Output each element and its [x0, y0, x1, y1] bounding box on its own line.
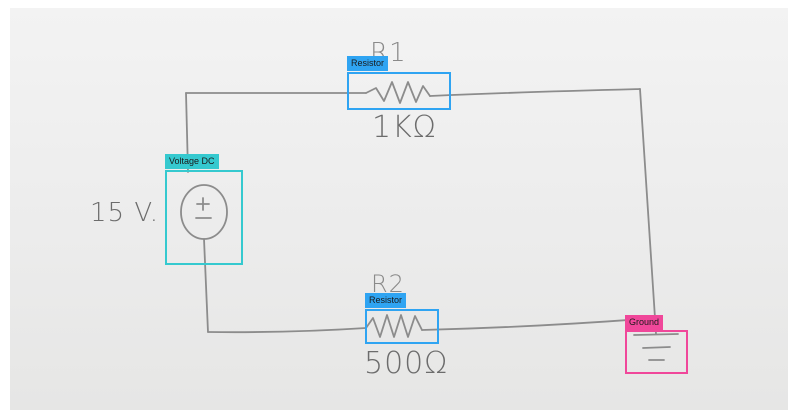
ground-detection-tag: Ground — [625, 315, 664, 330]
r1-value-text: 1KΩ — [372, 110, 437, 145]
wire-bottom-left — [207, 327, 367, 334]
r2-value-text: 500Ω — [364, 346, 449, 381]
source-value-text: 15 V. — [90, 198, 160, 228]
resistor-detection-box[interactable] — [365, 309, 439, 344]
resistor-r2-zigzag — [365, 314, 423, 338]
ground-line-2 — [642, 346, 671, 349]
wire-left-bottom — [203, 238, 209, 333]
wire-top-right — [429, 88, 641, 97]
resistor-detection-tag: Resistor — [365, 293, 407, 308]
voltage-dc-detection-tag: Voltage DC — [165, 154, 219, 169]
resistor-r1-zigzag — [365, 81, 431, 104]
ground-detection-box[interactable] — [625, 330, 688, 374]
ground-line-1 — [633, 333, 679, 336]
resistor-detection-tag: Resistor — [347, 56, 389, 71]
resistor-detection-box[interactable] — [347, 72, 451, 110]
wire-right — [639, 88, 656, 319]
voltage-dc-detection-box[interactable] — [165, 170, 243, 265]
wire-bottom-right — [421, 317, 656, 331]
